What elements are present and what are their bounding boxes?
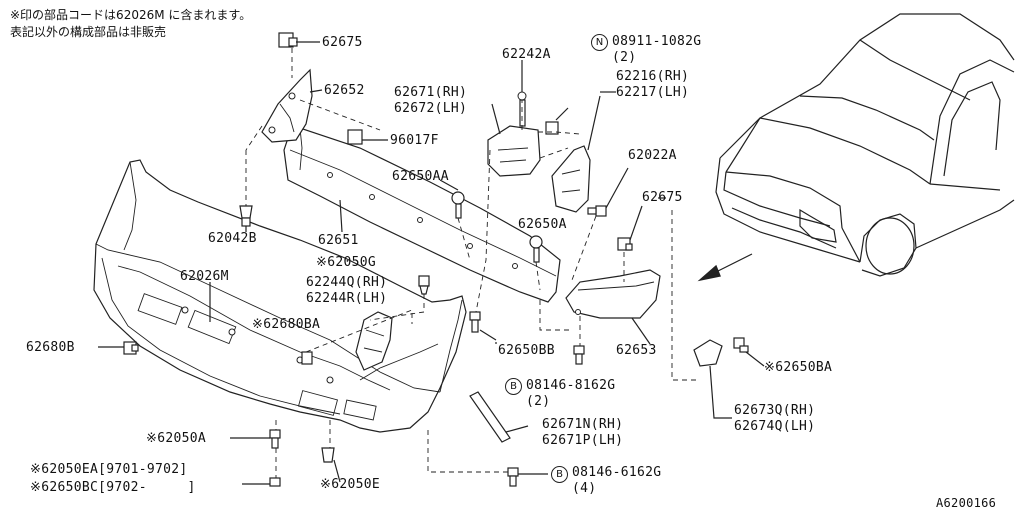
part-label-62650BC: ※62650BC[9702- ] <box>30 480 196 495</box>
bracket-62216-62217 <box>551 95 601 213</box>
part-label-bolt-N-number: 08911-1082G <box>612 34 702 49</box>
part-label-62671P: 62671P(LH) <box>542 433 624 448</box>
part-label-62671N: 62671N(RH) <box>542 417 624 432</box>
clip-62050G <box>418 275 430 295</box>
part-label-62652: 62652 <box>324 83 365 98</box>
leader-lines <box>209 60 666 344</box>
part-label-62675-right: 62675 <box>642 190 683 205</box>
part-label-62217: 62217(LH) <box>616 85 690 100</box>
assembly-lines <box>245 48 700 478</box>
part-label-62653: 62653 <box>616 343 657 358</box>
nut-08911 <box>545 107 569 135</box>
note-line-2: 表記以外の構成部品は非販売 <box>10 25 167 39</box>
part-label-62216: 62216(RH) <box>616 69 690 84</box>
clip-62042B <box>239 205 253 227</box>
bolt-08146-8162G <box>573 345 585 365</box>
part-label-62673Q: 62673Q(RH) <box>734 403 816 418</box>
part-label-62650A: 62650A <box>518 217 567 232</box>
part-label-62050EA: ※62050EA[9701-9702] <box>30 462 188 477</box>
symbol-B-text-1: B <box>510 381 517 392</box>
clip-62680BA <box>301 351 313 365</box>
part-label-62674Q: 62674Q(LH) <box>734 419 816 434</box>
bolt-62650BA <box>733 337 765 367</box>
bracket-62673Q <box>693 339 732 419</box>
part-label-62650BA: ※62650BA <box>764 360 833 375</box>
bolt-08146-6162G <box>507 467 548 487</box>
part-label-62650BB: 62650BB <box>498 343 555 358</box>
vehicle-outline <box>715 13 1015 277</box>
bolt-62650AA <box>439 179 465 219</box>
bolt-62650A <box>529 235 543 263</box>
part-label-96017F: 96017F <box>390 133 439 148</box>
part-label-62651: 62651 <box>318 233 359 248</box>
part-label-bolt-B1-qty: (2) <box>526 394 551 409</box>
part-label-62050G: ※62050G <box>316 255 376 270</box>
symbol-N-circle: N <box>591 34 608 51</box>
clip-96017F <box>347 129 388 145</box>
part-label-bolt-B1-number: 08146-8162G <box>526 378 616 393</box>
symbol-B-text-2: B <box>556 469 563 480</box>
part-label-62022A: 62022A <box>628 148 677 163</box>
part-label-62050E: ※62050E <box>320 477 380 492</box>
part-label-62026M: 62026M <box>180 269 229 284</box>
part-label-62675-top: 62675 <box>322 35 363 50</box>
part-label-62671-rh: 62671(RH) <box>394 85 468 100</box>
symbol-N-text: N <box>595 37 604 48</box>
stay-62671N-62671P <box>469 391 529 443</box>
clip-62675-top <box>278 32 320 48</box>
bolt-62650BC <box>242 477 281 487</box>
side-fascia-62653 <box>565 269 661 345</box>
part-label-62650AA: 62650AA <box>392 169 449 184</box>
part-label-62242A: 62242A <box>502 47 551 62</box>
part-label-bolt-B2-qty: (4) <box>572 481 597 496</box>
clip-62680B <box>98 341 139 355</box>
note-line-1: ※印の部品コードは62026M に含まれます。 <box>10 8 252 22</box>
symbol-B-circle-2: B <box>551 466 568 483</box>
part-label-bolt-N-qty: (2) <box>612 50 637 65</box>
clip-62675-right <box>617 205 643 251</box>
part-label-62042B: 62042B <box>208 231 257 246</box>
bolt-62022A <box>587 167 629 217</box>
bracket-62671-62672 <box>487 91 541 177</box>
part-label-62680BA: ※62680BA <box>252 317 321 332</box>
side-bracket-62652 <box>261 68 313 143</box>
part-label-62244Q: 62244Q(RH) <box>306 275 388 290</box>
bolt-62050A <box>230 429 281 449</box>
front-direction-arrow <box>697 253 753 282</box>
part-label-62050A: ※62050A <box>146 431 206 446</box>
bolt-62650BB <box>469 311 497 341</box>
part-label-62672-lh: 62672(LH) <box>394 101 468 116</box>
part-label-bolt-B2-number: 08146-6162G <box>572 465 662 480</box>
bracket-62244 <box>355 311 393 371</box>
part-label-62244R: 62244R(LH) <box>306 291 388 306</box>
part-label-62680B: 62680B <box>26 340 75 355</box>
symbol-B-circle-1: B <box>505 378 522 395</box>
bumper-reinforcement <box>283 127 561 303</box>
diagram-code: A6200166 <box>936 496 997 510</box>
